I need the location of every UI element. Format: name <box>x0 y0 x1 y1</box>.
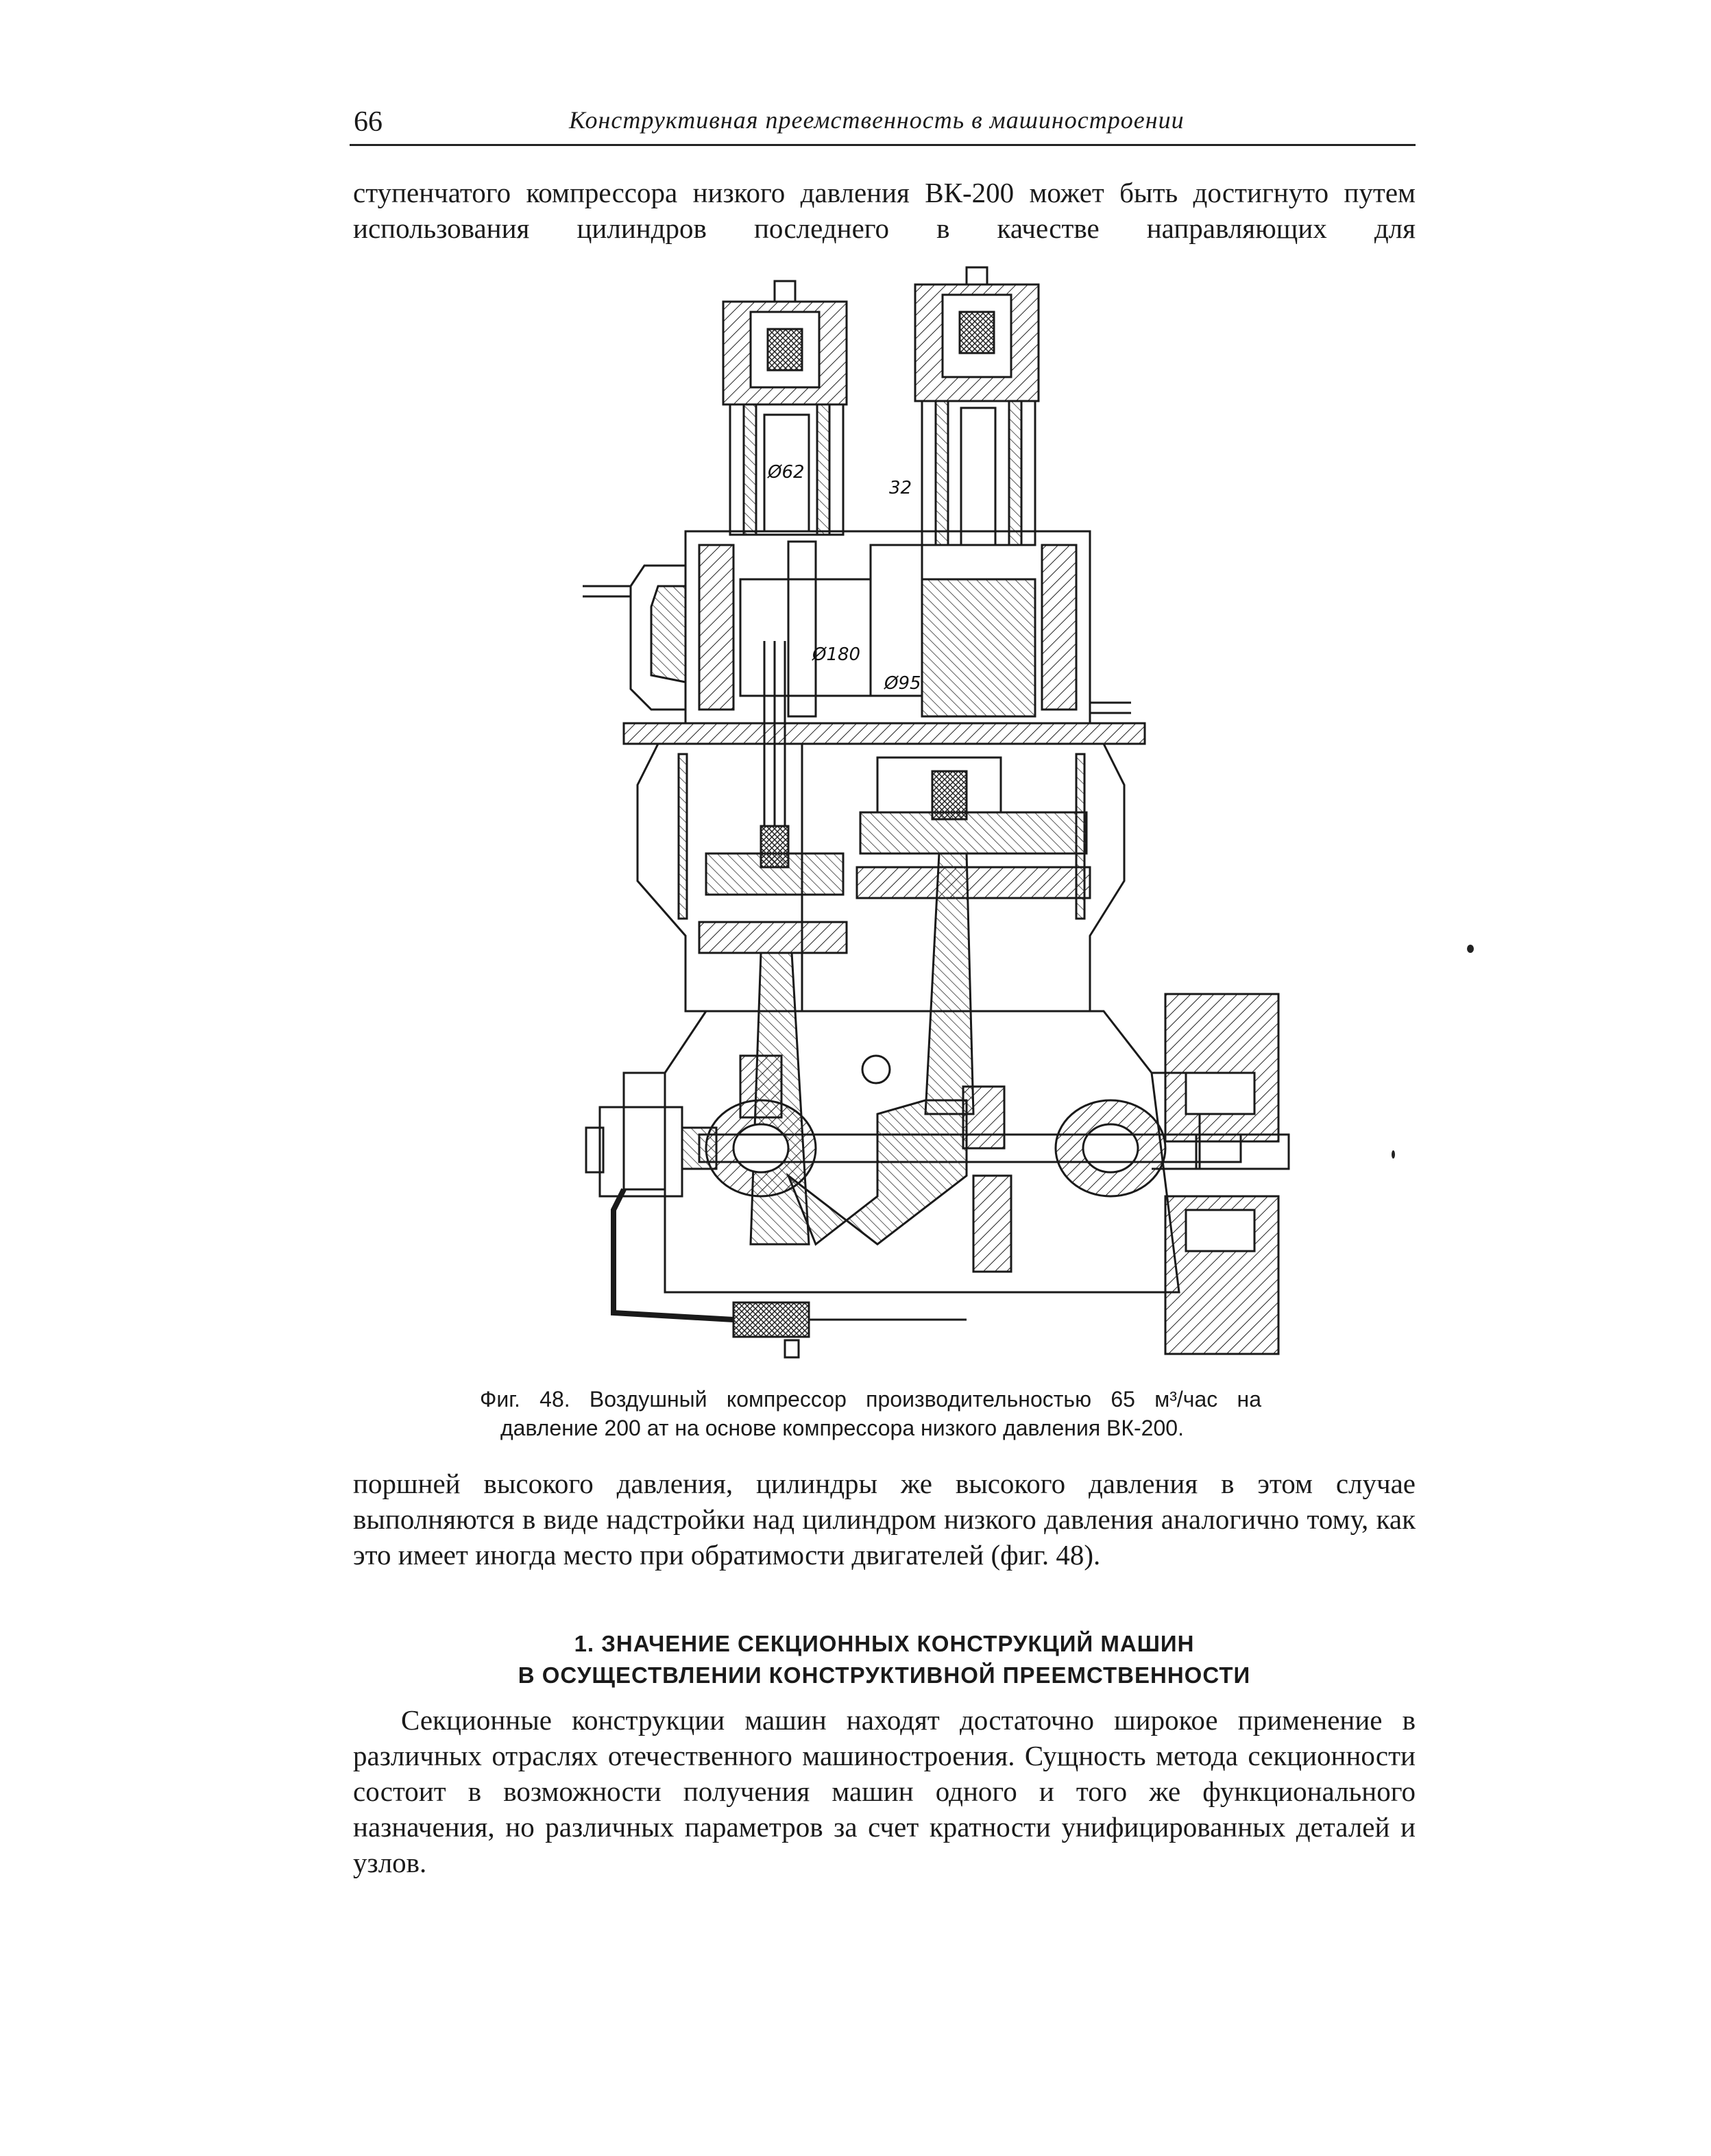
paragraph-bottom: Секционные конструкции машин находят дос… <box>353 1704 1416 1878</box>
dim-32: 32 <box>889 478 912 498</box>
dimension-labels: Ø62 32 Ø180 Ø95 <box>767 462 921 694</box>
dim-d95: Ø95 <box>884 673 921 694</box>
section-heading-line-1: 1. ЗНАЧЕНИЕ СЕКЦИОННЫХ КОНСТРУКЦИЙ МАШИН <box>574 1631 1195 1656</box>
scan-speck <box>1467 945 1474 953</box>
section-heading-line-2: В ОСУЩЕСТВЛЕНИИ КОНСТРУКТИВНОЙ ПРЕЕМСТВЕ… <box>518 1662 1251 1688</box>
dim-d180: Ø180 <box>812 644 860 665</box>
running-title: Конструктивная преемственность в машинос… <box>569 106 1185 134</box>
dim-d62: Ø62 <box>767 462 805 483</box>
caption-line-2: давление 200 ат на основе компрессора ни… <box>500 1416 1184 1440</box>
page-number: 66 <box>354 106 383 138</box>
compressor-cross-section-svg: Ø62 32 Ø180 Ø95 <box>583 266 1290 1359</box>
paragraph-middle: поршней высокого давления, цилиндры же в… <box>353 1468 1416 1571</box>
page-header: 66 Конструктивная преемственность в маши… <box>350 103 1416 146</box>
caption-line-1: Фиг. 48. Воздушный компрессор производит… <box>480 1387 1261 1412</box>
section-heading: 1. ЗНАЧЕНИЕ СЕКЦИОННЫХ КОНСТРУКЦИЙ МАШИН… <box>353 1628 1416 1691</box>
scan-speck <box>1392 1150 1395 1159</box>
figure-caption: Фиг. 48. Воздушный компрессор производит… <box>480 1385 1261 1442</box>
paragraph-top: ступенчатого компрессора низкого давлени… <box>353 177 1416 244</box>
compressor-drawing: Ø62 32 Ø180 Ø95 <box>583 264 1302 1371</box>
